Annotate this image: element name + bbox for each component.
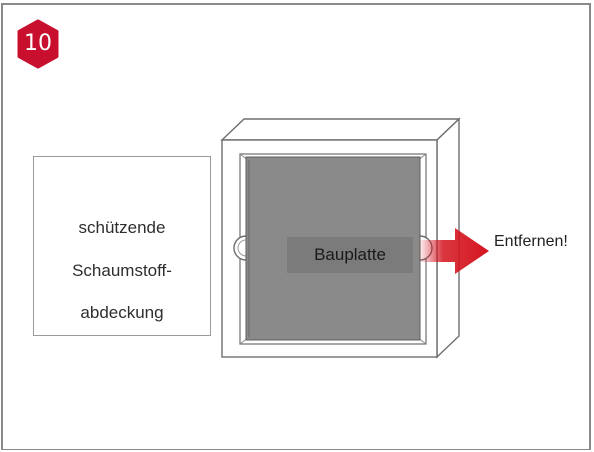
housing-top-face (220, 118, 461, 141)
step-number: 10 (24, 31, 52, 56)
build-plate-label-box (287, 237, 413, 273)
foam-cover-box (33, 156, 211, 336)
foam-cover-label-line-1: schützende (78, 218, 166, 237)
step-badge-icon (17, 19, 59, 69)
remove-arrow-icon (418, 228, 489, 274)
panel-border (1, 3, 591, 450)
foam-cover-label-line-3: abdeckung (80, 303, 164, 322)
foam-cover-label-line-2: Schaumstoff- (72, 261, 172, 280)
plate-clip-left (233, 235, 247, 261)
build-plate-label: Bauplatte (314, 245, 386, 264)
remove-instruction-label: Entfernen! (494, 233, 568, 250)
